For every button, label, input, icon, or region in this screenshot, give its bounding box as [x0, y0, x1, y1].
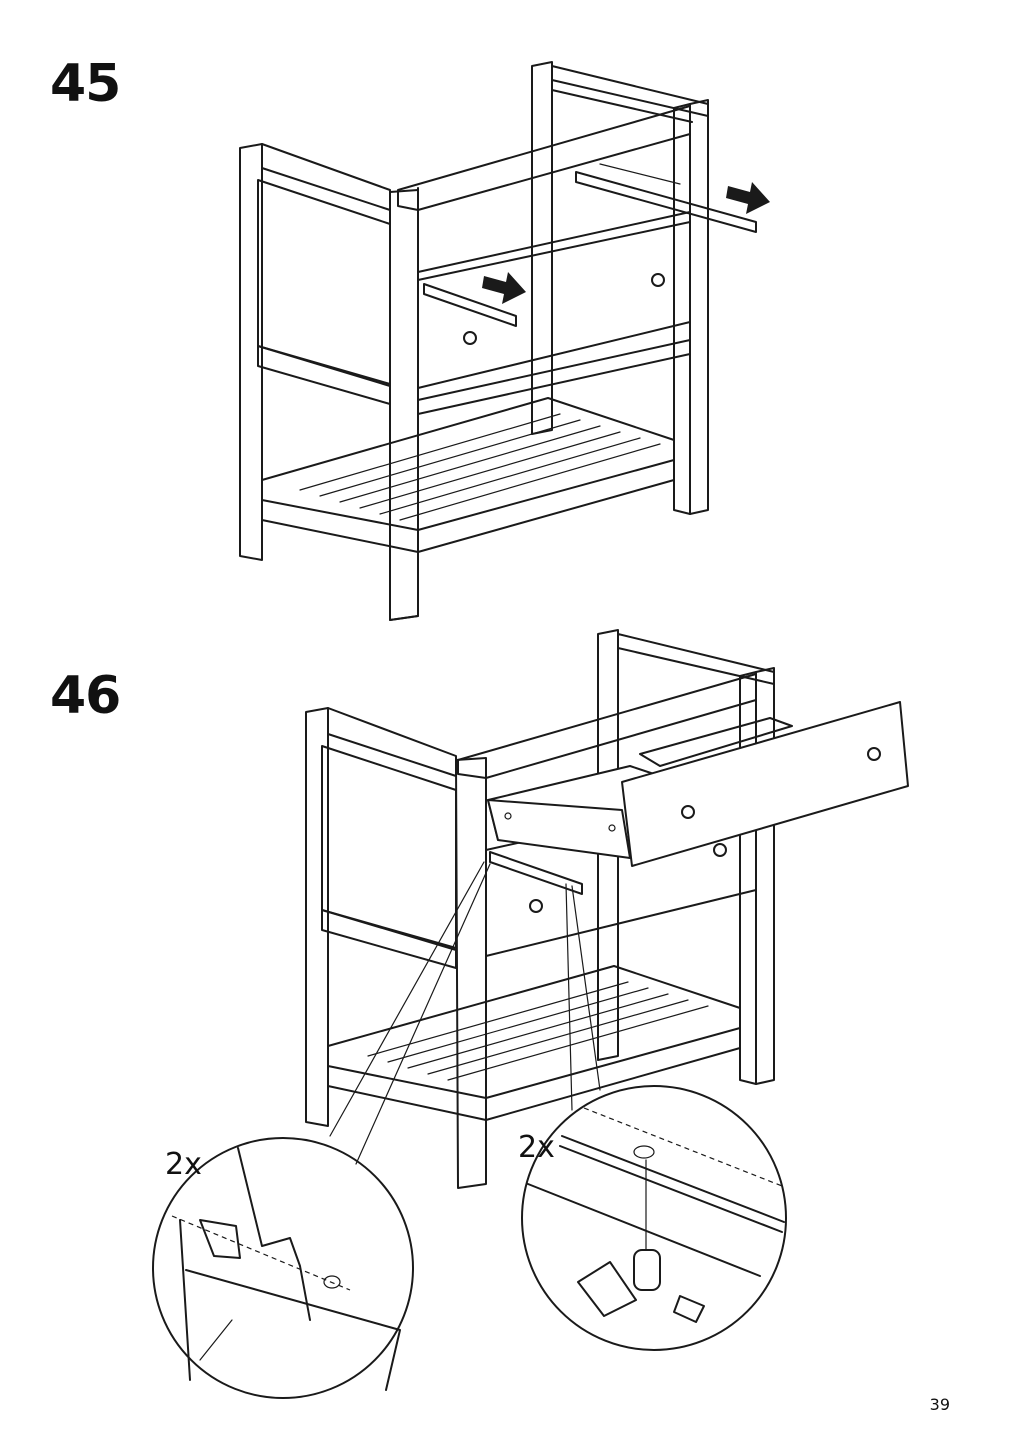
drawer-knob-icon	[463, 331, 477, 345]
left-front-post	[239, 143, 263, 561]
left-top-rail	[261, 143, 391, 211]
drawer-knob-icon	[529, 899, 543, 913]
back-right-post	[597, 629, 619, 1061]
cam-lock-icon	[633, 1249, 661, 1291]
drawer-front-panel	[621, 701, 909, 867]
step-46-illustration	[152, 629, 909, 1399]
front-right-post	[689, 99, 709, 515]
step-number-45: 45	[50, 54, 121, 114]
back-right-post	[531, 61, 553, 435]
drawer-knob-icon	[681, 805, 695, 819]
left-side-panel	[257, 179, 391, 385]
front-left-post	[389, 189, 419, 621]
right-detail-circle	[521, 1085, 787, 1351]
left-runner	[489, 851, 583, 895]
back-rail-line	[551, 89, 693, 123]
top-front-rail	[457, 673, 757, 779]
quantity-label-left: 2x	[165, 1147, 202, 1182]
quantity-label-right: 2x	[518, 1130, 555, 1165]
drawer-front	[417, 221, 691, 389]
left-side-panel	[321, 745, 457, 949]
left-detail-circle	[152, 1137, 414, 1399]
push-arrow-icon	[726, 182, 770, 214]
push-arrow-icon	[482, 272, 526, 304]
page-number: 39	[929, 1395, 950, 1414]
left-runner	[423, 283, 517, 327]
front-left-post	[455, 757, 487, 1189]
left-front-post	[305, 707, 329, 1127]
right-runner	[575, 171, 757, 233]
front-right-post	[755, 667, 775, 1085]
step-45-illustration	[239, 61, 770, 621]
top-front-rail	[397, 105, 691, 211]
step-number-46: 46	[50, 666, 121, 726]
